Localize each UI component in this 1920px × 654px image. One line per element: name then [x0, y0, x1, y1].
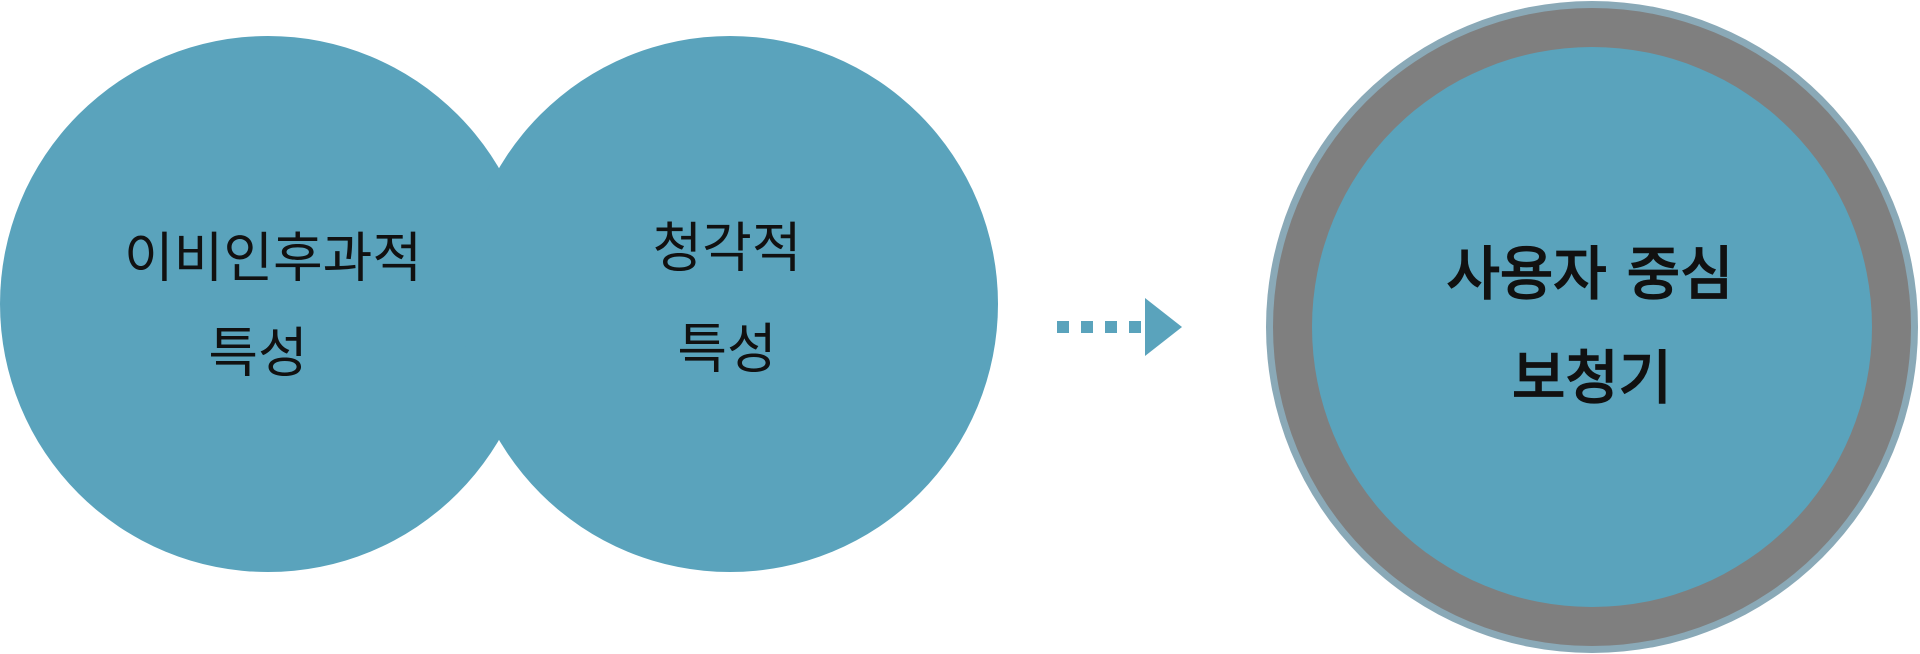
- ent-circle-shape: [0, 36, 536, 572]
- arrow-dot: [1081, 321, 1093, 333]
- auditory-circle-shape: [462, 36, 998, 572]
- result-label-line1: 사용자 중심: [1447, 240, 1734, 308]
- dotted-right-arrow-icon: [1057, 298, 1182, 356]
- arrow-head: [1145, 298, 1182, 356]
- ent-label-line1: 이비인후과적: [124, 227, 422, 290]
- ear-nose-throat-circle: [0, 36, 536, 572]
- ring-inner-fill: [1312, 47, 1872, 607]
- user-centered-hearing-aid-circle: [1266, 1, 1918, 653]
- auditory-circle: [462, 36, 998, 572]
- ent-label-line2: 특성: [208, 322, 307, 385]
- auditory-label-line1: 청각적: [652, 217, 801, 280]
- auditory-label-line2: 특성: [677, 318, 776, 381]
- result-label-line2: 보청기: [1512, 344, 1672, 412]
- arrow-dot: [1105, 321, 1117, 333]
- arrow-dot: [1057, 321, 1069, 333]
- arrow-dot: [1129, 321, 1141, 333]
